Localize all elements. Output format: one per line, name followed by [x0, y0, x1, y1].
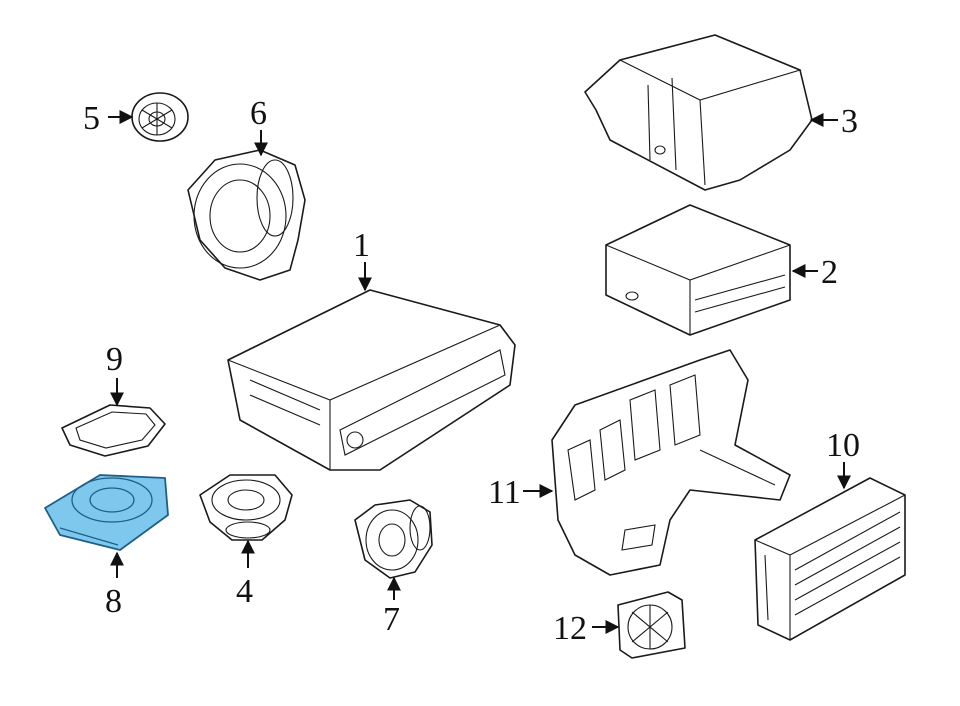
callout-3: 3: [809, 103, 858, 140]
callout-label-3: 3: [841, 103, 858, 140]
part-1-head-unit[interactable]: [227, 289, 516, 471]
callout-2: 2: [791, 254, 838, 291]
callout-1: 1: [353, 227, 372, 292]
callout-9: 9: [106, 341, 124, 407]
part-8-subwoofer-highlighted[interactable]: [44, 474, 169, 551]
part-5-tweeter[interactable]: [131, 92, 189, 142]
callout-label-7: 7: [383, 601, 400, 638]
callout-label-2: 2: [821, 254, 838, 291]
callout-label-8: 8: [105, 583, 122, 620]
part-6-speaker[interactable]: [187, 149, 306, 281]
callout-label-9: 9: [106, 341, 123, 378]
callout-11: 11: [488, 474, 554, 511]
callout-label-11: 11: [488, 474, 521, 511]
callout-label-4: 4: [236, 573, 253, 610]
part-4-speaker[interactable]: [199, 474, 293, 541]
callout-8: 8: [105, 551, 124, 620]
part-9-gasket[interactable]: [61, 404, 166, 457]
callout-5: 5: [83, 100, 134, 137]
callout-label-6: 6: [250, 95, 267, 132]
callout-7: 7: [383, 576, 401, 638]
part-3-module[interactable]: [584, 34, 813, 191]
part-7-speaker[interactable]: [354, 499, 433, 579]
callout-label-5: 5: [83, 100, 100, 137]
part-12-fan[interactable]: [617, 591, 686, 659]
callout-10: 10: [826, 427, 860, 490]
callout-label-12: 12: [553, 610, 587, 647]
callout-6: 6: [250, 95, 268, 157]
callout-label-1: 1: [353, 227, 370, 264]
callout-4: 4: [236, 539, 255, 610]
part-10-amplifier[interactable]: [754, 477, 906, 641]
part-11-bracket[interactable]: [551, 349, 791, 576]
part-2-drive-unit[interactable]: [605, 204, 791, 336]
callout-12: 12: [553, 610, 620, 647]
callout-label-10: 10: [826, 427, 860, 464]
